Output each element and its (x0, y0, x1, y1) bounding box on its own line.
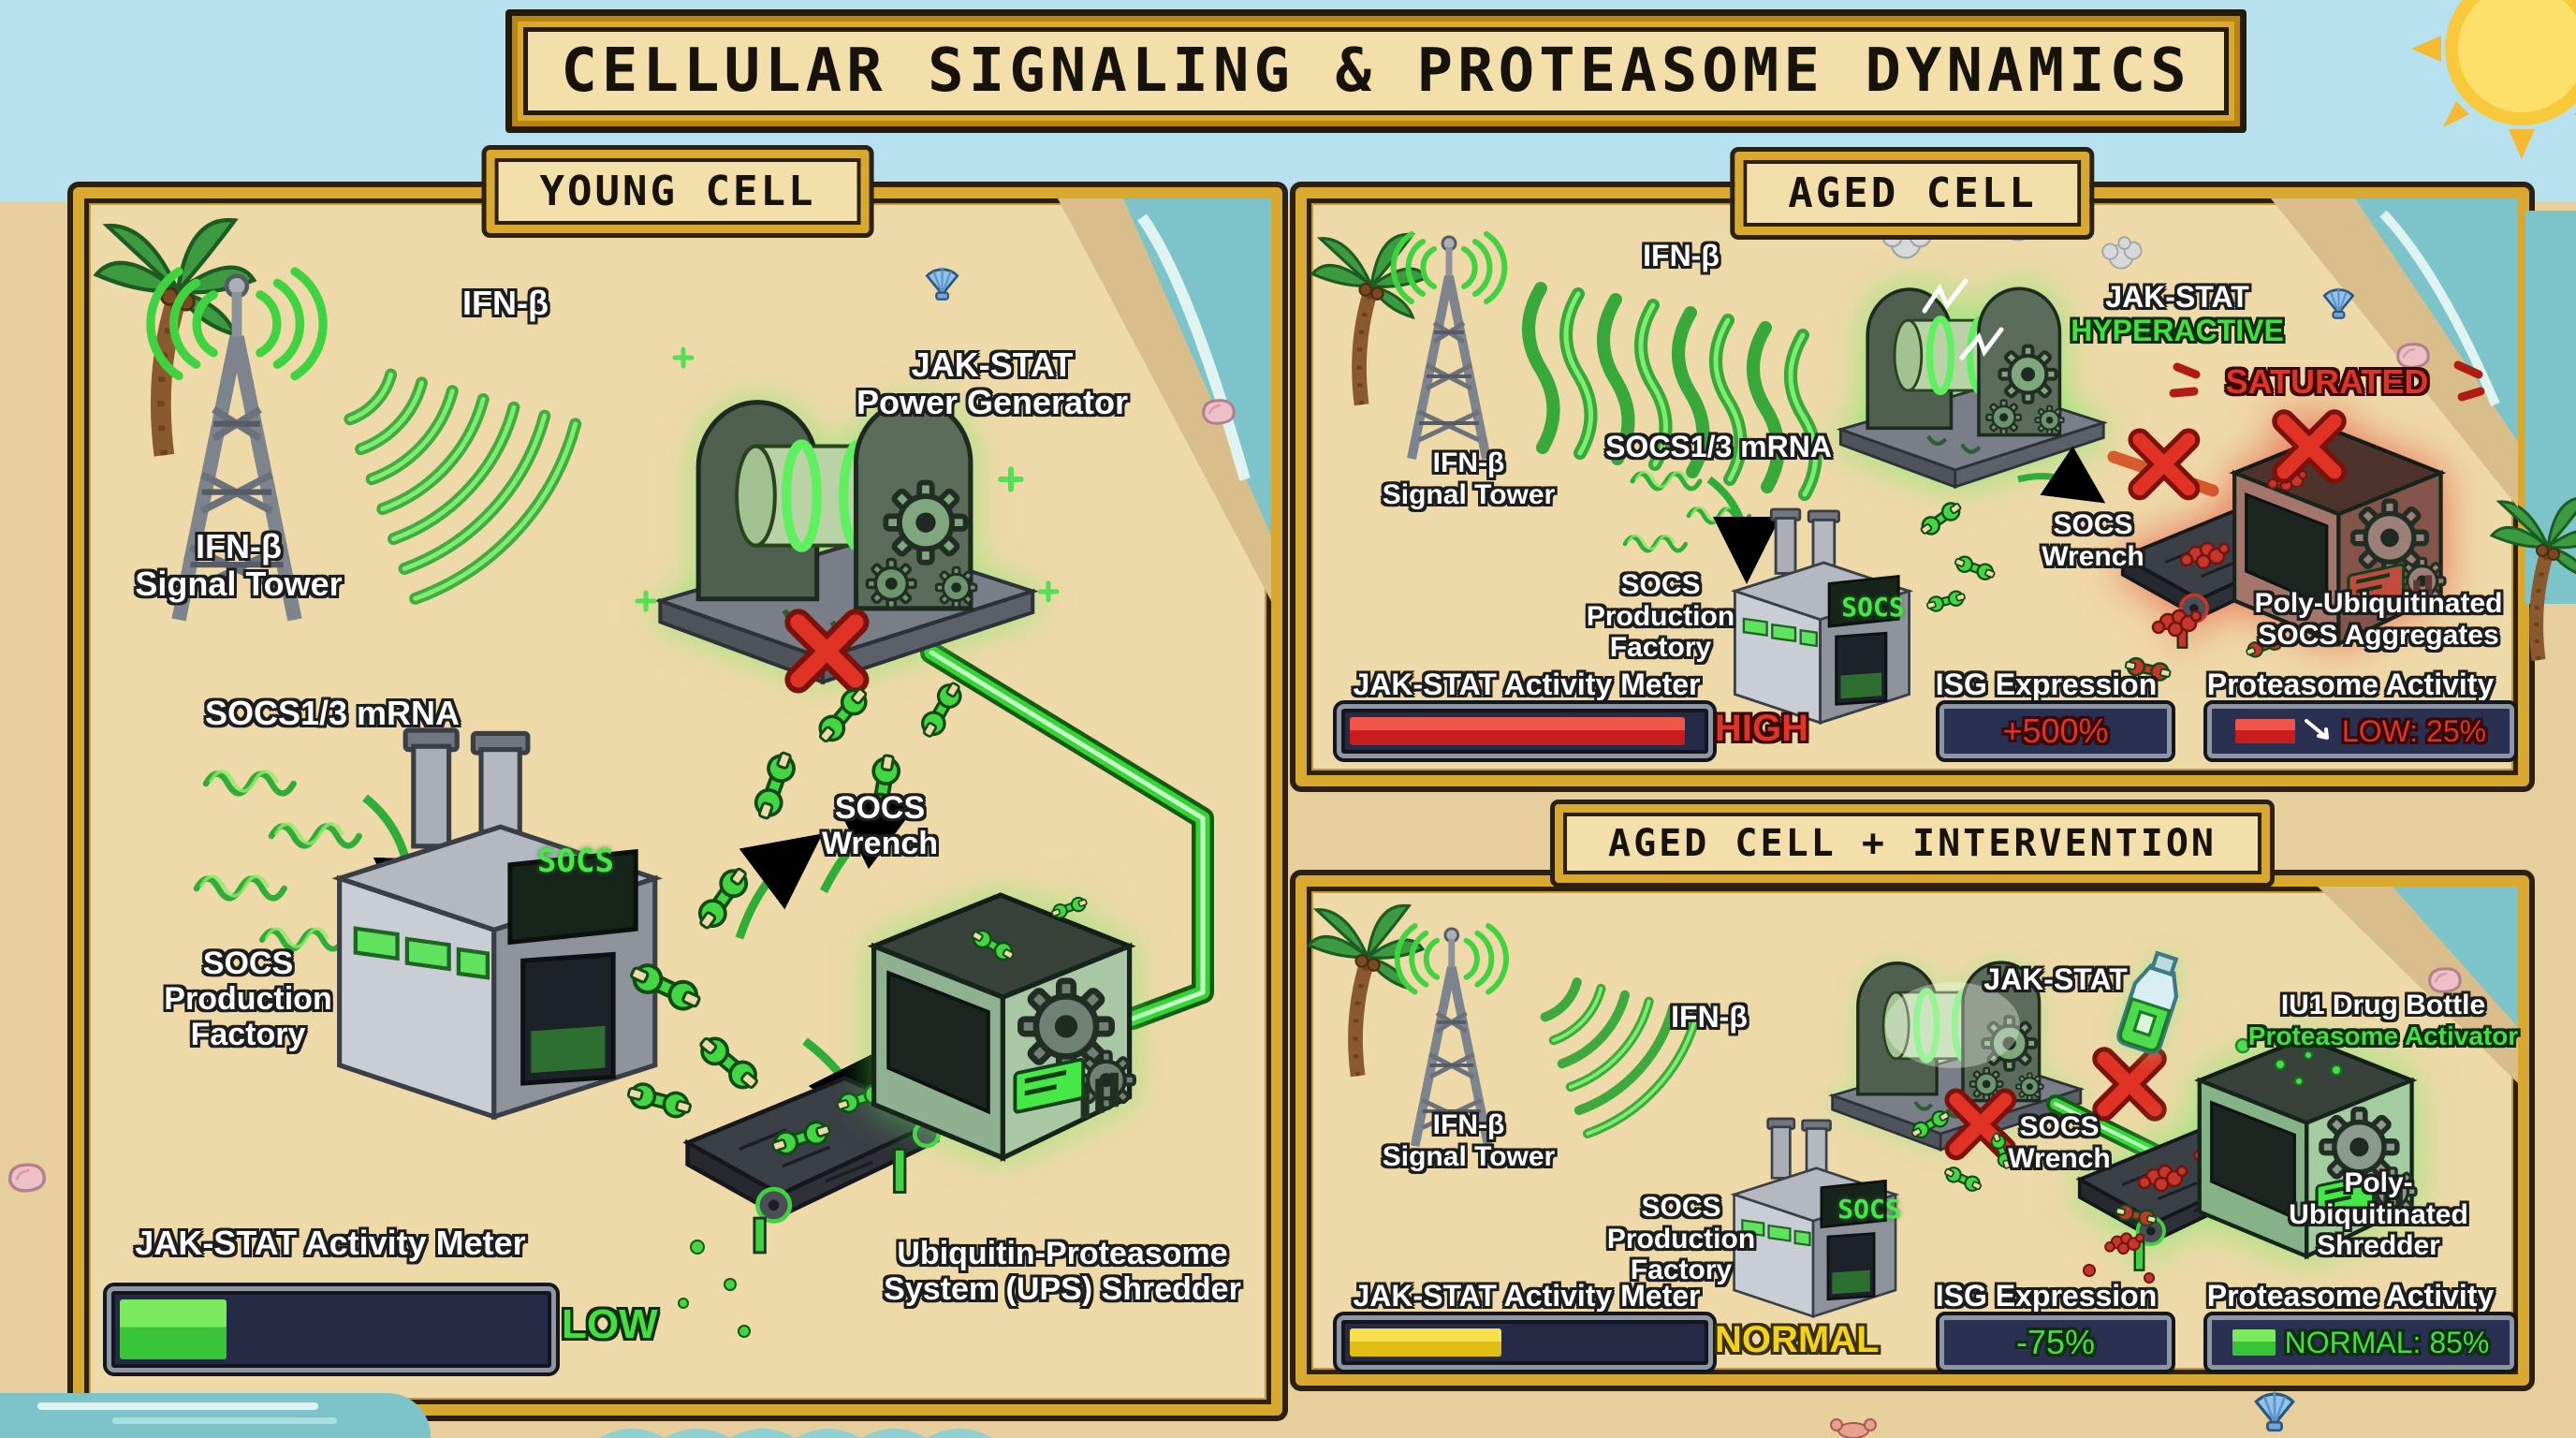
proteasome-label: Proteasome Activity (2206, 1279, 2495, 1313)
jakstat-meter (103, 1283, 560, 1376)
wrench-stream-up (691, 677, 968, 940)
drug-label: IU1 Drug Bottle Proteasome Activator (2247, 990, 2519, 1050)
meter-label: JAK-STAT Activity Meter (135, 1224, 526, 1262)
factory-sign: SOCS (537, 843, 614, 880)
panel-aged-intervention: AGED CELL + INTERVENTION (1290, 800, 2535, 1391)
bottom-crab-icon (1825, 1416, 1881, 1438)
beach-corner (1058, 198, 1271, 601)
signal-pipe (920, 641, 1214, 1030)
block-x-icon (2104, 1059, 2155, 1109)
saturated-dashes (2169, 360, 2485, 402)
panel-header-aged-label: AGED CELL (1788, 169, 2037, 217)
mrna-squiggles (1625, 472, 1780, 584)
pink-shell-icon (2428, 967, 2462, 993)
ifn-beta-label: IFN-β (1643, 239, 1720, 272)
meter-status: HIGH (1715, 708, 1808, 749)
isg-label: ISG Expression (1935, 1279, 2158, 1313)
jakstat-hyperactive-label: JAK-STAT HYPERACTIVE (2071, 280, 2284, 347)
meter-label: JAK-STAT Activity Meter (1353, 668, 1701, 701)
jakstat-meter (1333, 700, 1717, 762)
isg-label: ISG Expression (1935, 668, 2158, 701)
restored-shredder-icon (2077, 1038, 2416, 1272)
pink-shell-icon (1202, 399, 1236, 425)
factory-sign: SOCS (1837, 1194, 1901, 1225)
socs-factory-icon (340, 730, 655, 1117)
blue-shell-icon (926, 266, 959, 301)
panel-aged-cell: AGED CELL (1290, 147, 2535, 792)
meter-status: LOW (562, 1301, 658, 1347)
ifn-wave-arcs (344, 368, 582, 605)
bottom-wave (599, 1419, 992, 1438)
saturated-badge: SATURATED (2225, 362, 2429, 401)
intervention-art (1307, 887, 2518, 1318)
factory-sign: SOCS (1841, 592, 1905, 623)
jakstat-meter (1333, 1312, 1717, 1373)
proteasome-value-box: LOW: 25% (2203, 700, 2518, 762)
aged-art (1307, 198, 2518, 725)
isg-value: +500% (2002, 712, 2109, 750)
blue-shell-icon (2322, 286, 2354, 319)
proteasome-minibar (2234, 719, 2295, 743)
sun-icon (2400, 0, 2576, 170)
smoke-icon (2101, 236, 2143, 270)
down-arrow-icon (2304, 719, 2329, 740)
meter-status: NORMAL (1715, 1319, 1880, 1360)
wrench-stream (1916, 446, 2106, 614)
mrna-label: SOCS1/3 mRNA (204, 694, 461, 732)
jakstat-generator-icon (1833, 962, 2081, 1150)
beach-corner (2318, 887, 2518, 1083)
panel-header-aged: AGED CELL (1730, 147, 2095, 240)
left-pink-shell-icon (6, 1161, 49, 1195)
panel-header-young: YOUNG CELL (481, 145, 874, 238)
proteasome-chip (2232, 1329, 2276, 1356)
proteasome-label: Proteasome Activity (2206, 668, 2495, 701)
proteasome-value: LOW: 25% (2341, 713, 2487, 748)
ups-conveyor-icon (678, 1078, 939, 1338)
jakstat-generator-icon (1840, 278, 2103, 487)
panel-header-intervention: AGED CELL + INTERVENTION (1550, 800, 2275, 888)
title-banner: CELLULAR SIGNALING & PROTEASOME DYNAMICS (505, 9, 2247, 133)
isg-value: -75% (2015, 1323, 2096, 1361)
ifn-wave-arcs (1540, 977, 1702, 1138)
panel-header-intervention-label: AGED CELL + INTERVENTION (1608, 822, 2217, 865)
meter-fill (120, 1299, 227, 1359)
panel-header-young-label: YOUNG CELL (539, 168, 816, 215)
page-title: CELLULAR SIGNALING & PROTEASOME DYNAMICS (561, 37, 2191, 106)
proteasome-value: NORMAL: 85% (2284, 1325, 2490, 1359)
meter-fill (1350, 717, 1686, 745)
ifn-wave-zigzags (1522, 282, 1822, 501)
meter-fill (1350, 1328, 1502, 1357)
bottom-blue-shell-icon (2248, 1387, 2301, 1432)
meter-label: JAK-STAT Activity Meter (1353, 1279, 1701, 1313)
mrna-label: SOCS1/3 mRNA (1605, 430, 1832, 463)
panel-young-cell: YOUNG CELL (67, 145, 1288, 1421)
ifn-beta-label: IFN-β (1671, 1000, 1748, 1034)
isg-value-box: -75% (1936, 1312, 2175, 1373)
proteasome-value-box: NORMAL: 85% (2203, 1312, 2518, 1373)
beach-corner (2271, 198, 2518, 507)
jakstat-label: JAK-STAT (1983, 962, 2128, 996)
ups-shredder-icon (874, 895, 1134, 1158)
signal-tower-icon (1394, 234, 1505, 459)
isg-value-box: +500% (1936, 700, 2175, 762)
bottom-left-ocean (0, 1393, 431, 1438)
ifn-beta-label: IFN-β (462, 284, 549, 322)
aggregate-clump (2151, 609, 2203, 638)
young-art (84, 198, 1271, 1338)
